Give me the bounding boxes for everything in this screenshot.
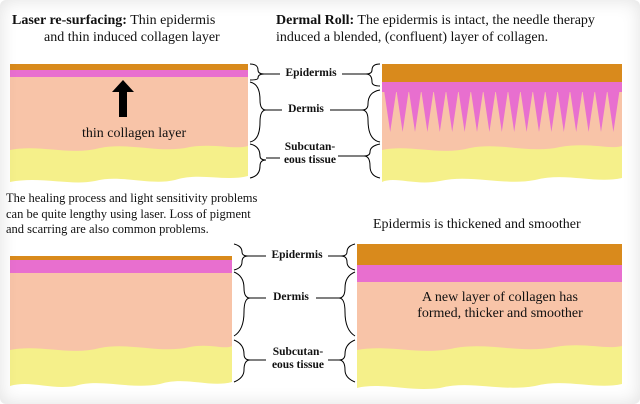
top-label-connectors <box>249 63 381 179</box>
roll-title-bold: Dermal Roll: <box>276 13 355 28</box>
thin-collagen-label: thin collagen layer <box>82 126 187 141</box>
needle-spike <box>570 90 583 132</box>
roll-bottom-subcutaneous <box>357 345 622 389</box>
roll-before-panel <box>382 64 622 183</box>
roll-top-needle-spikes <box>384 90 620 132</box>
needle-spike <box>495 90 508 132</box>
needle-spike <box>384 90 397 132</box>
laser-title-rest: Thin epidermis <box>130 13 216 28</box>
needle-spike <box>433 90 446 132</box>
needle-spike <box>446 90 459 132</box>
laser-top-subcutaneous <box>10 145 248 183</box>
needle-spike <box>470 90 484 132</box>
needle-spike <box>520 90 533 132</box>
new-collagen-note: A new layer of collagen has formed, thic… <box>400 290 600 322</box>
healing-note-line3: and scarring are also common problems. <box>6 222 209 236</box>
new-collagen-note-line2: formed, thicker and smoother <box>417 306 583 321</box>
needle-spike <box>532 90 546 132</box>
laser-before-panel <box>10 64 248 183</box>
needle-spike <box>545 90 558 132</box>
bottom-subcutaneous-label: Subcutan- eous tissue <box>264 346 332 372</box>
laser-bottom-epidermis <box>10 256 232 260</box>
roll-title: Dermal Roll: The epidermis is intact, th… <box>276 12 636 46</box>
needle-spike <box>607 90 620 132</box>
roll-top-pink-band <box>382 82 622 92</box>
laser-title-bold: Laser re-surfacing: <box>12 13 127 28</box>
needle-spike <box>557 90 570 132</box>
healing-note-line1: The healing process and light sensitivit… <box>6 191 258 205</box>
new-collagen-note-line1: A new layer of collagen has <box>422 290 578 305</box>
laser-bottom-subcutaneous <box>10 345 232 387</box>
top-subcutaneous-line1: Subcutan- <box>284 141 336 153</box>
bottom-label-connectors <box>233 243 356 383</box>
roll-title-line2: induced a blended, (confluent) layer of … <box>276 30 549 45</box>
roll-top-epidermis <box>382 64 622 82</box>
needle-spike <box>483 90 496 132</box>
needle-spike <box>594 90 608 132</box>
bottom-dermis-label: Dermis <box>273 291 309 303</box>
top-dermis-label: Dermis <box>288 103 324 115</box>
epidermis-thickened-note: Epidermis is thickened and smoother <box>373 217 581 232</box>
bottom-epidermis-label: Epidermis <box>271 249 323 261</box>
up-arrow-head <box>112 80 134 92</box>
laser-top-epidermis <box>10 64 248 70</box>
up-arrow-shaft <box>119 91 127 117</box>
bottom-subcutaneous-line2: eous tissue <box>271 359 325 371</box>
roll-after-panel <box>357 244 622 389</box>
healing-note-line2: can be quite lengthy using laser. Loss o… <box>6 206 251 221</box>
laser-bottom-pink-layer <box>10 260 232 273</box>
needle-spike <box>508 90 521 132</box>
laser-after-panel <box>10 256 232 387</box>
needle-spike <box>396 90 409 132</box>
needle-spike <box>458 90 471 132</box>
laser-top-pink-layer <box>10 70 248 77</box>
healing-note: The healing process and light sensitivit… <box>6 191 326 238</box>
top-subcutaneous-line2: eous tissue <box>283 154 337 166</box>
needle-spike <box>408 90 422 132</box>
needle-spike <box>582 90 595 132</box>
roll-bottom-pink-layer <box>357 265 622 282</box>
roll-bottom-epidermis <box>357 244 622 265</box>
laser-title-line2: and thin induced collagen layer <box>44 30 220 45</box>
laser-title: Laser re-surfacing: Thin epidermis and t… <box>12 12 252 46</box>
roll-title-rest: The epidermis is intact, the needle ther… <box>357 13 595 28</box>
roll-top-subcutaneous <box>382 145 622 183</box>
bottom-subcutaneous-line1: Subcutan- <box>272 346 324 358</box>
top-epidermis-label: Epidermis <box>285 67 337 79</box>
needle-spike <box>421 90 434 132</box>
top-subcutaneous-label: Subcutan- eous tissue <box>278 141 342 167</box>
